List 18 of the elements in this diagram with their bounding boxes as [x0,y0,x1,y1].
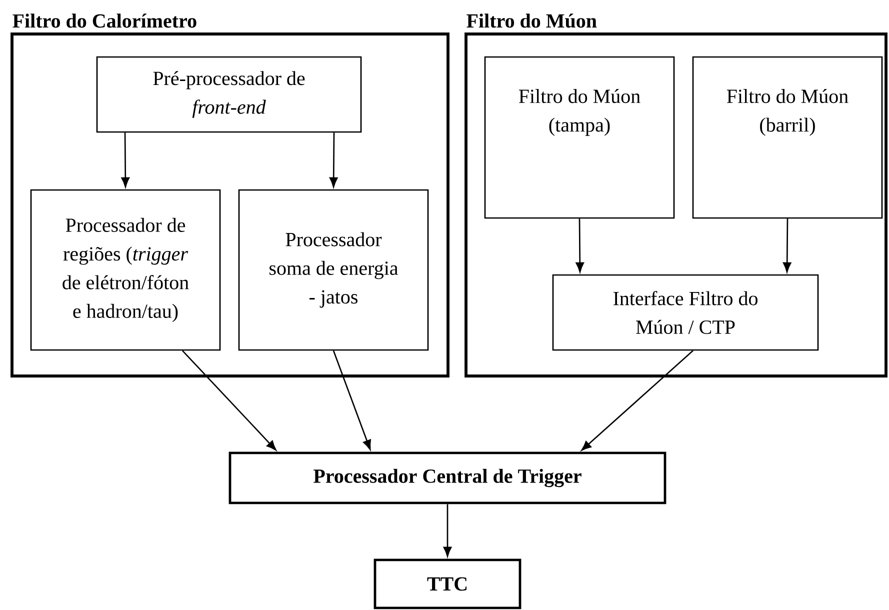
process-box: Filtro do Múon (tampa) [484,56,675,219]
arrow [182,350,276,451]
process-box: Pré-processador de front-end [96,56,362,133]
process-box: Processador Central de Trigger [228,452,666,504]
process-box: Processador de regiões (trigger de elétron/fóton e hadron/tau) [30,189,221,351]
arrow [782,218,792,272]
arrow [121,132,130,188]
arrow [576,218,584,272]
arrow [581,350,694,451]
process-box: Interface Filtro do Múon / CTP [552,274,819,351]
arrow [332,350,371,450]
process-box: Processador soma de energia - jatos [238,189,429,351]
node-label: Filtro do Calorímetro [12,14,196,28]
process-box: Filtro do Múon (barril) [692,56,883,219]
arrow [443,504,452,557]
process-box: TTC [374,558,522,610]
node-label: Filtro do Múon [466,14,597,28]
arrow [329,132,338,188]
